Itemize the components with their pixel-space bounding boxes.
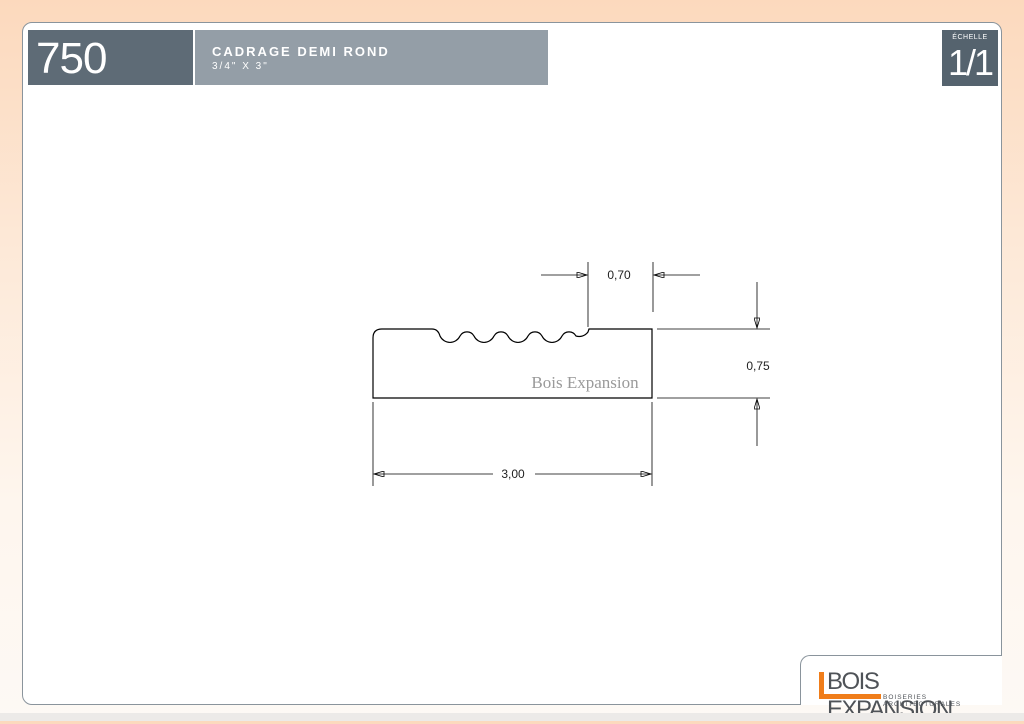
product-code-box: 750 [28,30,193,85]
scale-badge: ÉCHELLE 1/1 [942,30,998,86]
scale-value: 1/1 [947,42,994,83]
watermark-text: Bois Expansion [531,373,639,392]
drawing-sheet [22,22,1002,705]
brand-tagline: BOISERIES ARCHITECTURALES [883,694,962,708]
bottom-strip [0,713,1024,721]
dim-height: 0,75 [657,282,770,446]
dim-width: 3,00 [372,402,653,486]
dim-width-label: 3,00 [501,467,525,481]
logo-mark [819,672,824,699]
scale-label: ÉCHELLE [952,34,988,41]
brand-logo: BOIS EXPANSION BOISERIES ARCHITECTURALES [800,655,1002,723]
product-name: CADRAGE DEMI ROND [212,44,390,59]
product-title-box: CADRAGE DEMI ROND 3/4" X 3" [195,30,548,85]
profile-outline [372,328,653,399]
dim-height-label: 0,75 [746,359,770,373]
product-dimensions: 3/4" X 3" [212,61,269,72]
dim-top: 0,70 [541,262,700,327]
dim-top-label: 0,70 [607,268,631,282]
logo-underline [819,694,881,699]
product-code: 750 [36,34,107,83]
